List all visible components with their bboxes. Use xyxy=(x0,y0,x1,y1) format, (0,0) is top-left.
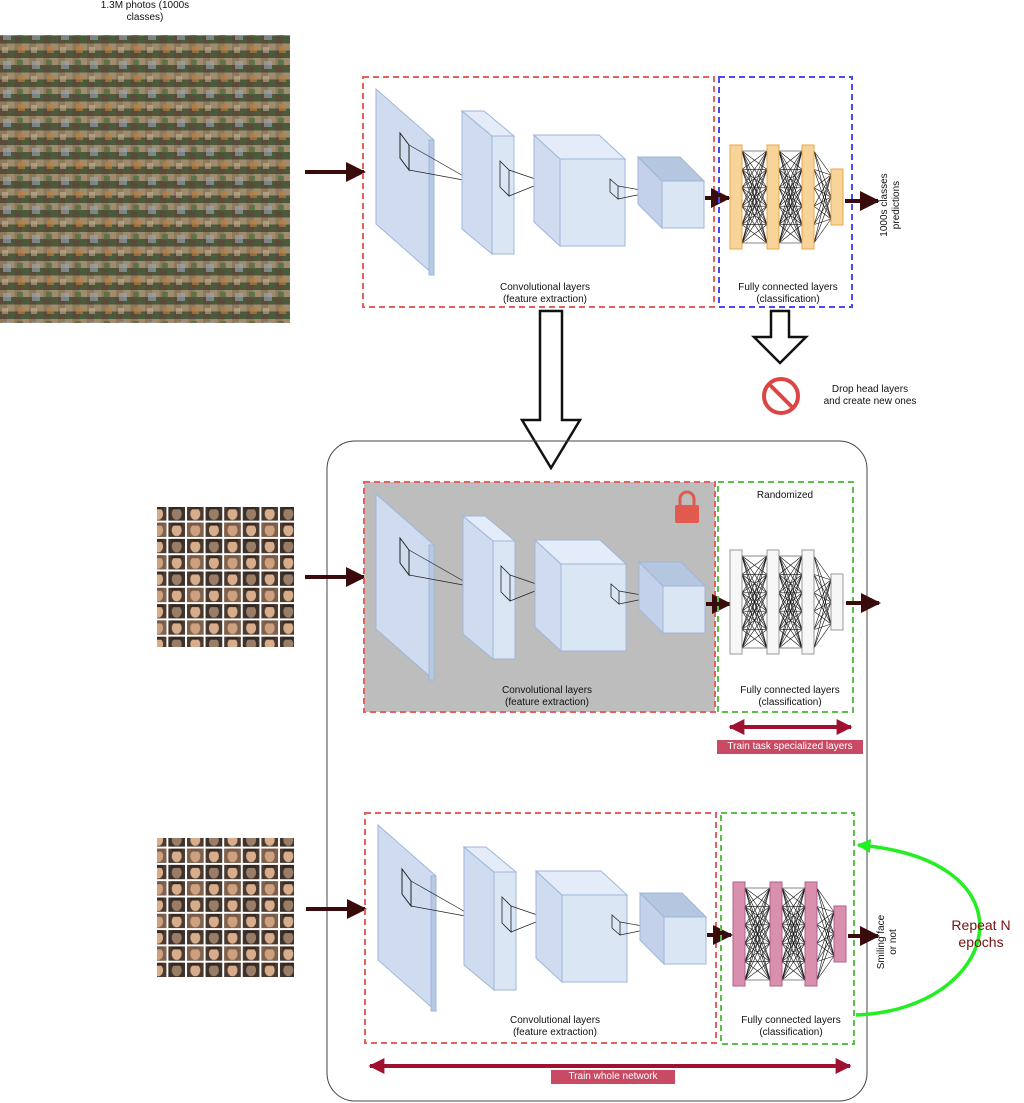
conv-block-1 xyxy=(375,87,475,277)
fc-region-bottom xyxy=(720,812,855,1045)
conv-block-3 xyxy=(532,133,653,248)
fc-layer-1 xyxy=(729,549,743,655)
middle-section xyxy=(157,481,881,735)
fc-layers-middle xyxy=(729,549,844,655)
fc-layer-3 xyxy=(801,144,815,250)
conv-block-4 xyxy=(636,155,706,230)
repeat-label: Repeat N epochs xyxy=(951,917,1011,950)
bottom-section xyxy=(157,812,982,1074)
fc-layer-2 xyxy=(766,549,780,655)
drop-label: Drop head layers and create new ones xyxy=(823,384,917,407)
train-specialized-tag: Train task specialized layers xyxy=(717,740,863,754)
conv-block-1-mid xyxy=(375,492,475,682)
drop-down-arrow xyxy=(750,309,810,365)
fc-layer-4 xyxy=(830,573,844,631)
train-whole-tag: Train whole network xyxy=(551,1070,675,1084)
fc-label-bottom: Fully connected layers (classification) xyxy=(741,1015,841,1038)
randomized-label: Randomized xyxy=(756,490,814,501)
fc-region-middle xyxy=(717,481,854,713)
photo-mosaic-icon xyxy=(0,35,290,323)
conv-block-3-mid xyxy=(533,538,654,653)
dataset-label: 1.3M photos (1000s classes) xyxy=(100,0,190,23)
output-label-top: 1000s classes predictions xyxy=(879,173,902,237)
conv-block-2-bot xyxy=(462,845,547,992)
fc-label-top: Fully connected layers (classification) xyxy=(738,282,838,305)
fc-layer-4 xyxy=(830,168,844,226)
conv-block-2-mid xyxy=(461,514,546,661)
conv-block-1-bot xyxy=(377,823,477,1013)
transfer-down-arrow xyxy=(519,309,583,471)
conv-label-top: Convolutional layers (feature extraction… xyxy=(499,282,591,305)
fc-layer-3 xyxy=(804,881,818,987)
repeat-loop-arrow xyxy=(855,839,982,1017)
no-entry-icon xyxy=(762,377,800,415)
fc-layer-3 xyxy=(801,549,815,655)
fc-layers-top xyxy=(729,144,844,250)
fc-layer-4 xyxy=(833,905,847,963)
conv-label-middle: Convolutional layers (feature extraction… xyxy=(501,685,593,708)
fc-layer-1 xyxy=(732,881,746,987)
fc-layer-1 xyxy=(729,144,743,250)
lock-icon xyxy=(675,490,699,523)
conv-label-bottom: Convolutional layers (feature extraction… xyxy=(509,1015,601,1038)
fine-tune-container xyxy=(326,440,868,1102)
fc-label-middle: Fully connected layers (classification) xyxy=(740,685,840,708)
fc-layer-2 xyxy=(766,144,780,250)
conv-block-4-mid xyxy=(637,560,707,635)
face-grid-icon-bottom xyxy=(157,838,294,978)
conv-block-2 xyxy=(460,109,545,256)
face-grid-icon xyxy=(157,507,294,647)
conv-block-4-bot xyxy=(638,891,708,966)
output-label-bottom: Smiling face or not xyxy=(876,914,899,970)
conv-block-3-bot xyxy=(534,869,655,984)
fc-region-top xyxy=(718,76,853,308)
top-section xyxy=(0,35,880,471)
fc-layers-bottom xyxy=(732,881,847,987)
fc-layer-2 xyxy=(769,881,783,987)
